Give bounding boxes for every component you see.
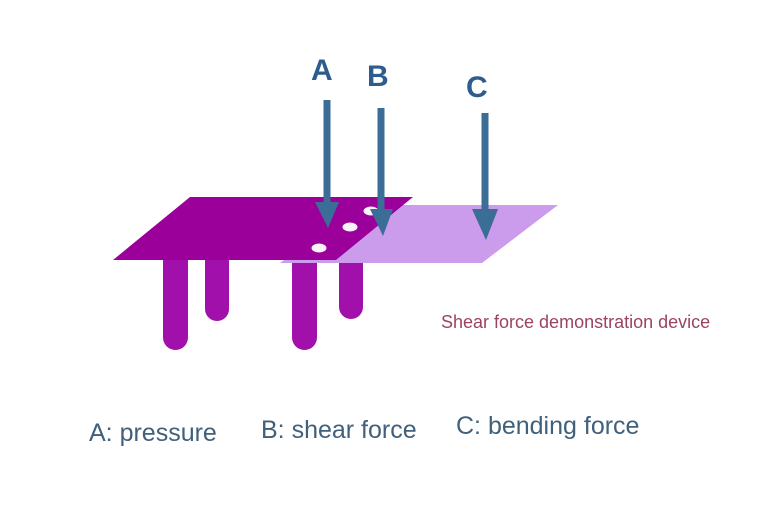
arrow-shaft bbox=[377, 108, 385, 211]
arrow-head-icon bbox=[472, 209, 498, 240]
table-leg bbox=[292, 242, 317, 350]
legend-item-pressure: A: pressure bbox=[89, 419, 217, 447]
table-leg bbox=[163, 242, 188, 350]
arrow-head-icon bbox=[370, 209, 393, 236]
arrow-label-c: C bbox=[466, 71, 488, 104]
table-leg bbox=[205, 242, 229, 321]
arrow-shaft bbox=[481, 113, 489, 211]
arrow-label-a: A bbox=[311, 54, 333, 87]
plate-hole bbox=[342, 222, 358, 232]
force-arrow-c bbox=[472, 113, 498, 240]
arrow-shaft bbox=[323, 100, 331, 204]
arrow-head-icon bbox=[315, 202, 339, 228]
device-caption: Shear force demonstration device bbox=[441, 312, 711, 332]
plate-hole bbox=[311, 243, 327, 253]
dark-plate bbox=[113, 197, 413, 260]
force-arrow-b bbox=[370, 108, 393, 236]
legend-item-shear-force: B: shear force bbox=[261, 416, 417, 444]
arrow-label-b: B bbox=[367, 60, 389, 93]
legend-item-bending-force: C: bending force bbox=[456, 412, 640, 440]
force-arrow-a bbox=[315, 100, 339, 228]
